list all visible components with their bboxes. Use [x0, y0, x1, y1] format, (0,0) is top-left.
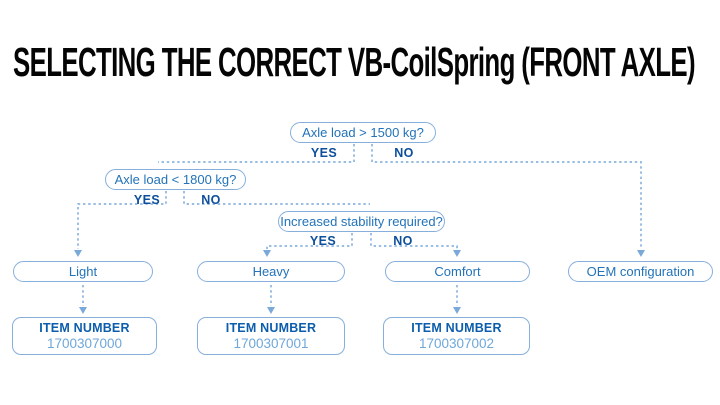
- arrowhead-comfort: [453, 250, 461, 257]
- outcome-comfort-text: Comfort: [434, 264, 481, 279]
- item-number-box-heavy: ITEM NUMBER 1700307001: [197, 317, 345, 355]
- outcome-comfort: Comfort: [385, 261, 530, 282]
- item-number-box-light: ITEM NUMBER 1700307000: [12, 317, 157, 355]
- outcome-heavy: Heavy: [197, 261, 345, 282]
- decision-axle-load-1500: Axle load > 1500 kg?: [290, 122, 436, 143]
- decision-axle-load-1800: Axle load < 1800 kg?: [105, 169, 246, 190]
- page-title: SELECTING THE CORRECT VB-CoilSpring (FRO…: [13, 39, 696, 85]
- item-number-value: 1700307002: [418, 336, 495, 351]
- label-d1-yes: YES: [310, 146, 338, 160]
- outcome-heavy-text: Heavy: [252, 264, 290, 279]
- label-d3-no: NO: [393, 234, 413, 248]
- label-d2-no: NO: [201, 193, 221, 207]
- item-number-label: ITEM NUMBER: [39, 321, 130, 335]
- arrowhead-item-2: [453, 307, 461, 314]
- arrowhead-item-0: [79, 307, 87, 314]
- decision-increased-stability-text: Increased stability required?: [280, 214, 443, 229]
- item-number-label: ITEM NUMBER: [411, 321, 502, 335]
- decision-axle-load-1800-text: Axle load < 1800 kg?: [114, 172, 237, 187]
- item-number-value: 1700307001: [233, 336, 309, 351]
- outcome-oem-configuration: OEM configuration: [568, 261, 713, 282]
- decision-axle-load-1500-text: Axle load > 1500 kg?: [302, 125, 424, 140]
- item-number-label: ITEM NUMBER: [225, 321, 317, 335]
- outcome-light-text: Light: [68, 264, 98, 279]
- item-number-value: 1700307000: [46, 336, 123, 351]
- arrowhead-item-1: [267, 307, 275, 314]
- outcome-oem-configuration-text: OEM configuration: [586, 264, 695, 279]
- arrowhead-oem: [637, 250, 645, 257]
- arrowhead-light: [74, 250, 82, 257]
- label-d1-no: NO: [394, 146, 414, 160]
- decision-increased-stability: Increased stability required?: [278, 211, 445, 232]
- label-d2-yes: YES: [133, 193, 161, 207]
- item-number-box-comfort: ITEM NUMBER 1700307002: [383, 317, 530, 355]
- outcome-light: Light: [13, 261, 153, 282]
- arrowhead-heavy: [263, 250, 271, 257]
- label-d3-yes: YES: [309, 234, 337, 248]
